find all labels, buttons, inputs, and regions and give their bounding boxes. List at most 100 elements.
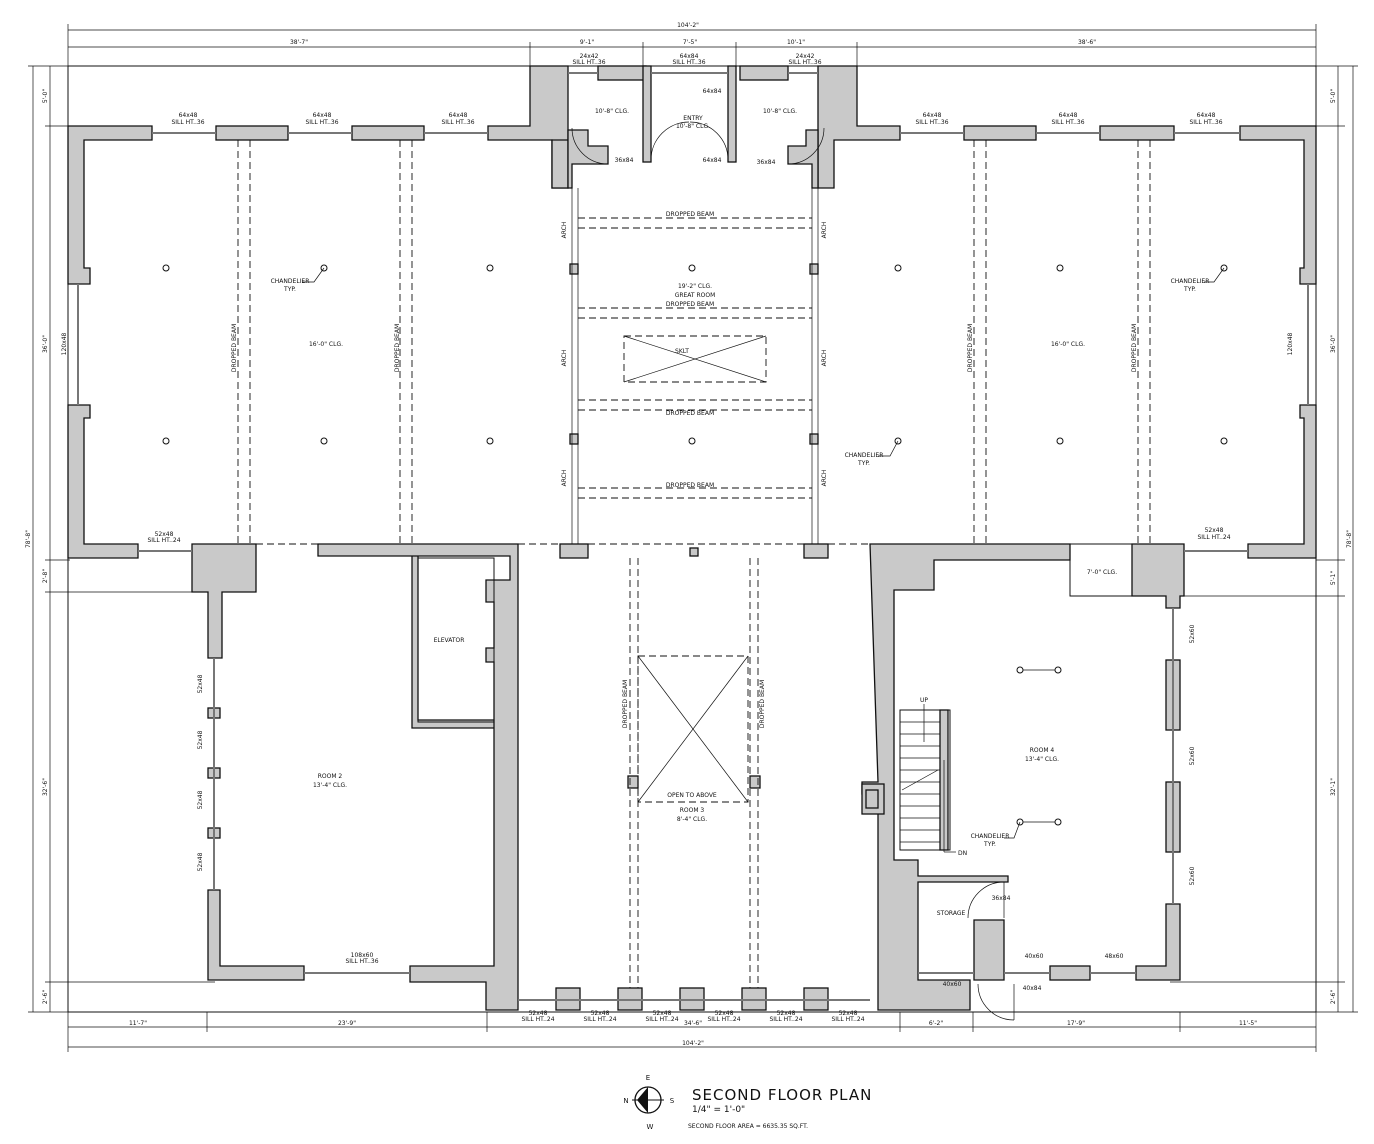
win-sill-4: SILL HT..36 (915, 119, 948, 126)
dropped-beam-room3-1: DROPPED BEAM (622, 680, 629, 728)
storage-label: STORAGE (937, 910, 966, 917)
bottom-dimensions: 11'-7" 23'-9" 34'-6" 6'-2" 17'-9" 11'-5"… (67, 1010, 1317, 1052)
win-sill-1: SILL HT..36 (171, 119, 204, 126)
arch-6: ARCH (821, 470, 828, 487)
small-sill-right: SILL HT..24 (1197, 534, 1230, 541)
room4-tag-2: 52x60 (1189, 746, 1196, 765)
chandelier-4-typ: TYP. (983, 841, 996, 848)
chandelier-1-typ: TYP. (283, 286, 296, 293)
entry-tag-2: 64x84 (703, 88, 722, 95)
chandelier-4: CHANDELIER (971, 833, 1010, 840)
dim-bottom-4: 6'-2" (929, 1020, 943, 1027)
dim-bottom-overall: 104'-2" (682, 1040, 704, 1047)
room3-sill-4: SILL HT..24 (707, 1016, 740, 1023)
dropped-beam-left-1: DROPPED BEAM (231, 324, 238, 372)
room2-label: ROOM 2 (318, 773, 343, 780)
room3-sill-6: SILL HT..24 (831, 1016, 864, 1023)
win-sill-6: SILL HT..36 (1189, 119, 1222, 126)
dim-top-overall: 104'-2" (677, 22, 699, 29)
vest-left-clg: 10'-8" CLG. (595, 108, 629, 115)
dim-left-1: 5'-0" (42, 89, 49, 103)
dim-right-overall: 78'-8" (1346, 530, 1353, 548)
room4-tag-6: 40x60 (943, 981, 962, 988)
door-tag-2: 36x84 (757, 159, 776, 166)
storage-door-tag: 36x84 (992, 895, 1011, 902)
room2-tag-3: 52x48 (197, 790, 204, 809)
win-tag-6: 64x48 (1197, 112, 1216, 119)
room3-tag-1: 52x48 (529, 1010, 548, 1017)
room2-tag-5: 108x60 (351, 952, 374, 959)
room3-sill-2: SILL HT..24 (583, 1016, 616, 1023)
dim-left-overall: 78'-8" (25, 530, 32, 548)
skylight (623, 335, 767, 383)
stair (900, 704, 956, 853)
dropped-beam-3: DROPPED BEAM (666, 410, 714, 417)
vest-sill-2: SILL HT..36 (788, 59, 821, 66)
right-dimensions: 5'-0" 36'-0" 5'-1" 32'-1" 2'-6" 78'-8" (1170, 65, 1358, 1013)
win-tag-2: 64x48 (313, 112, 332, 119)
room3-sill-5: SILL HT..24 (769, 1016, 802, 1023)
vest-right-clg: 10'-8" CLG. (763, 108, 797, 115)
chandelier-3-typ: TYP. (857, 460, 870, 467)
side-tag-left: 120x48 (61, 333, 68, 356)
dim-left-3: 2'-8" (42, 569, 49, 583)
left-wing-clg: 16'-0" CLG. (309, 341, 343, 348)
dim-right-5: 2'-6" (1330, 990, 1337, 1004)
room3-sill-3: SILL HT..24 (645, 1016, 678, 1023)
room3-tag-3: 52x48 (653, 1010, 672, 1017)
dim-top-4: 10'-1" (787, 39, 805, 46)
chandelier-notes: CHANDELIER TYP. CHANDELIER TYP. CHANDELI… (271, 278, 1210, 848)
walls (67, 65, 1317, 1011)
room4-label: ROOM 4 (1030, 747, 1055, 754)
dim-left-2: 36'-0" (42, 335, 49, 353)
vest-sill-1: SILL HT..36 (572, 59, 605, 66)
stair-up: UP (920, 697, 928, 704)
dim-bottom-2: 23'-9" (338, 1020, 356, 1027)
window-tags: 64x48 SILL HT..36 64x48 SILL HT..36 64x4… (61, 53, 1294, 1023)
dim-bottom-5: 17'-9" (1067, 1020, 1085, 1027)
room3-tag-6: 52x48 (839, 1010, 858, 1017)
room3-tag-2: 52x48 (591, 1010, 610, 1017)
beam-labels: DROPPED BEAM DROPPED BEAM DROPPED BEAM D… (231, 211, 1138, 728)
room2-clg: 13'-4" CLG. (313, 782, 347, 789)
door-swings (571, 121, 1015, 1021)
dropped-beam-right-1: DROPPED BEAM (967, 324, 974, 372)
dim-right-3: 5'-1" (1330, 571, 1337, 585)
open-to-above-label: OPEN TO ABOVE (667, 792, 717, 799)
elevator-label: ELEVATOR (434, 637, 465, 644)
dropped-beam-right-2: DROPPED BEAM (1131, 324, 1138, 372)
win-tag-4: 64x48 (923, 112, 942, 119)
vest-tag-2: 24x42 (796, 53, 815, 60)
dim-right-1: 5'-0" (1330, 89, 1337, 103)
great-room-label: GREAT ROOM (675, 292, 716, 299)
bottom-door-tag: 40x84 (1023, 985, 1042, 992)
win-sill-3: SILL HT..36 (441, 119, 474, 126)
dim-top-3: 7'-5" (683, 39, 697, 46)
dim-right-4: 32'-1" (1330, 778, 1337, 796)
arch-2: ARCH (561, 350, 568, 367)
top-dimensions: 104'-2" 38'-7" 9'-1" 7'-5" 10'-1" 38'-6" (67, 22, 1317, 70)
dim-bottom-1: 11'-7" (129, 1020, 147, 1027)
dropped-beam-2: DROPPED BEAM (666, 301, 714, 308)
dropped-beam-1: DROPPED BEAM (666, 211, 714, 218)
chandelier-3: CHANDELIER (845, 452, 884, 459)
dim-top-2: 9'-1" (580, 39, 594, 46)
entry-clg: 10'-8" CLG. (676, 123, 710, 130)
room2-tag-2: 52x48 (197, 730, 204, 749)
room4-tag-1: 52x60 (1189, 624, 1196, 643)
arch-1: ARCH (561, 222, 568, 239)
room3-label: ROOM 3 (680, 807, 705, 814)
dim-bottom-3: 34'-6" (684, 1020, 702, 1027)
small-sill-left: SILL HT..24 (147, 537, 180, 544)
plan-area: SECOND FLOOR AREA = 6635.35 SQ.FT. (688, 1123, 808, 1130)
dim-left-4: 32'-6" (42, 778, 49, 796)
arch-4: ARCH (821, 222, 828, 239)
windows (77, 72, 1309, 1001)
dropped-beam-room3-2: DROPPED BEAM (759, 680, 766, 728)
right-wing-clg: 16'-0" CLG. (1051, 341, 1085, 348)
win-sill-2: SILL HT..36 (305, 119, 338, 126)
win-tag-1: 64x48 (179, 112, 198, 119)
plan-title: SECOND FLOOR PLAN (692, 1086, 872, 1104)
entry-sill: SILL HT..36 (672, 59, 705, 66)
title-block: SECOND FLOOR PLAN 1/4" = 1'-0" SECOND FL… (688, 1086, 872, 1130)
